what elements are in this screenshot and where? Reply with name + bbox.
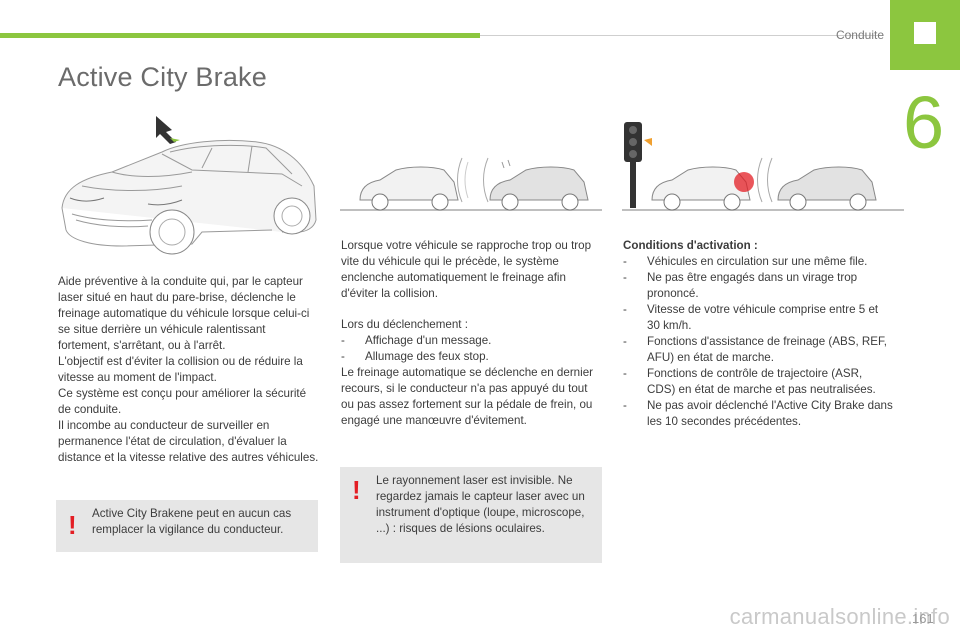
list-item: -Vitesse de votre véhicule comprise entr… <box>623 303 879 332</box>
watermark: carmanualsonline.info <box>729 604 950 629</box>
braking-diagram-2 <box>622 122 904 211</box>
braking-diagram-1 <box>340 157 602 211</box>
list-item: -Allumage des feux stop. <box>341 350 489 363</box>
page-title: Active City Brake <box>58 62 267 92</box>
design-paragraph: Ce système est conçu pour améliorer la s… <box>58 387 307 416</box>
driver-paragraph: Il incombe au conducteur de surveiller e… <box>58 419 319 464</box>
intro-column: Aide préventive à la conduite qui, par l… <box>58 274 320 466</box>
page-number: 161 <box>912 611 934 626</box>
warning-box-vigilance: ! Active City Brakene peut en aucun cas … <box>56 500 318 552</box>
warning-box-laser: ! Le rayonnement laser est invisible. Ne… <box>340 467 602 563</box>
approach-paragraph: Lorsque votre véhicule se rapproche trop… <box>341 239 592 300</box>
list-item: -Véhicules en circulation sur une même f… <box>623 255 868 268</box>
braking-paragraph: Le freinage automatique se déclenche en … <box>341 366 594 427</box>
list-item: -Fonctions de contrôle de trajectoire (A… <box>623 367 876 396</box>
trigger-heading: Lors du déclenchement : <box>341 318 468 331</box>
section-label: Conduite <box>835 28 884 42</box>
warning-exclamation-icon: ! <box>352 475 361 505</box>
chapter-tab-square-icon <box>914 22 936 44</box>
list-item: -Ne pas avoir déclenché l'Active City Br… <box>623 399 893 428</box>
intro-paragraph: Aide préventive à la conduite qui, par l… <box>58 275 310 352</box>
warning-text: Active City Brakene peut en aucun cas re… <box>92 507 292 536</box>
conditions-heading: Conditions d'activation : <box>623 239 758 252</box>
chapter-number: 6 <box>903 81 945 164</box>
activation-conditions: Conditions d'activation : -Véhicules en … <box>623 238 893 430</box>
list-item: -Fonctions d'assistance de freinage (ABS… <box>623 335 888 364</box>
header-accent-bar <box>0 33 480 38</box>
warning-text: Le rayonnement laser est invisible. Ne r… <box>376 474 585 535</box>
chapter-tab <box>890 0 960 70</box>
trigger-section: Lors du déclenchement : -Affichage d'un … <box>341 317 603 429</box>
list-item: -Affichage d'un message. <box>341 334 492 347</box>
header-rule <box>480 35 880 36</box>
car-main-illustration <box>61 116 317 255</box>
list-item: -Ne pas être engagés dans un virage trop… <box>623 271 858 300</box>
warning-exclamation-icon: ! <box>68 510 77 540</box>
objective-paragraph: L'objectif est d'éviter la collision ou … <box>58 355 303 384</box>
